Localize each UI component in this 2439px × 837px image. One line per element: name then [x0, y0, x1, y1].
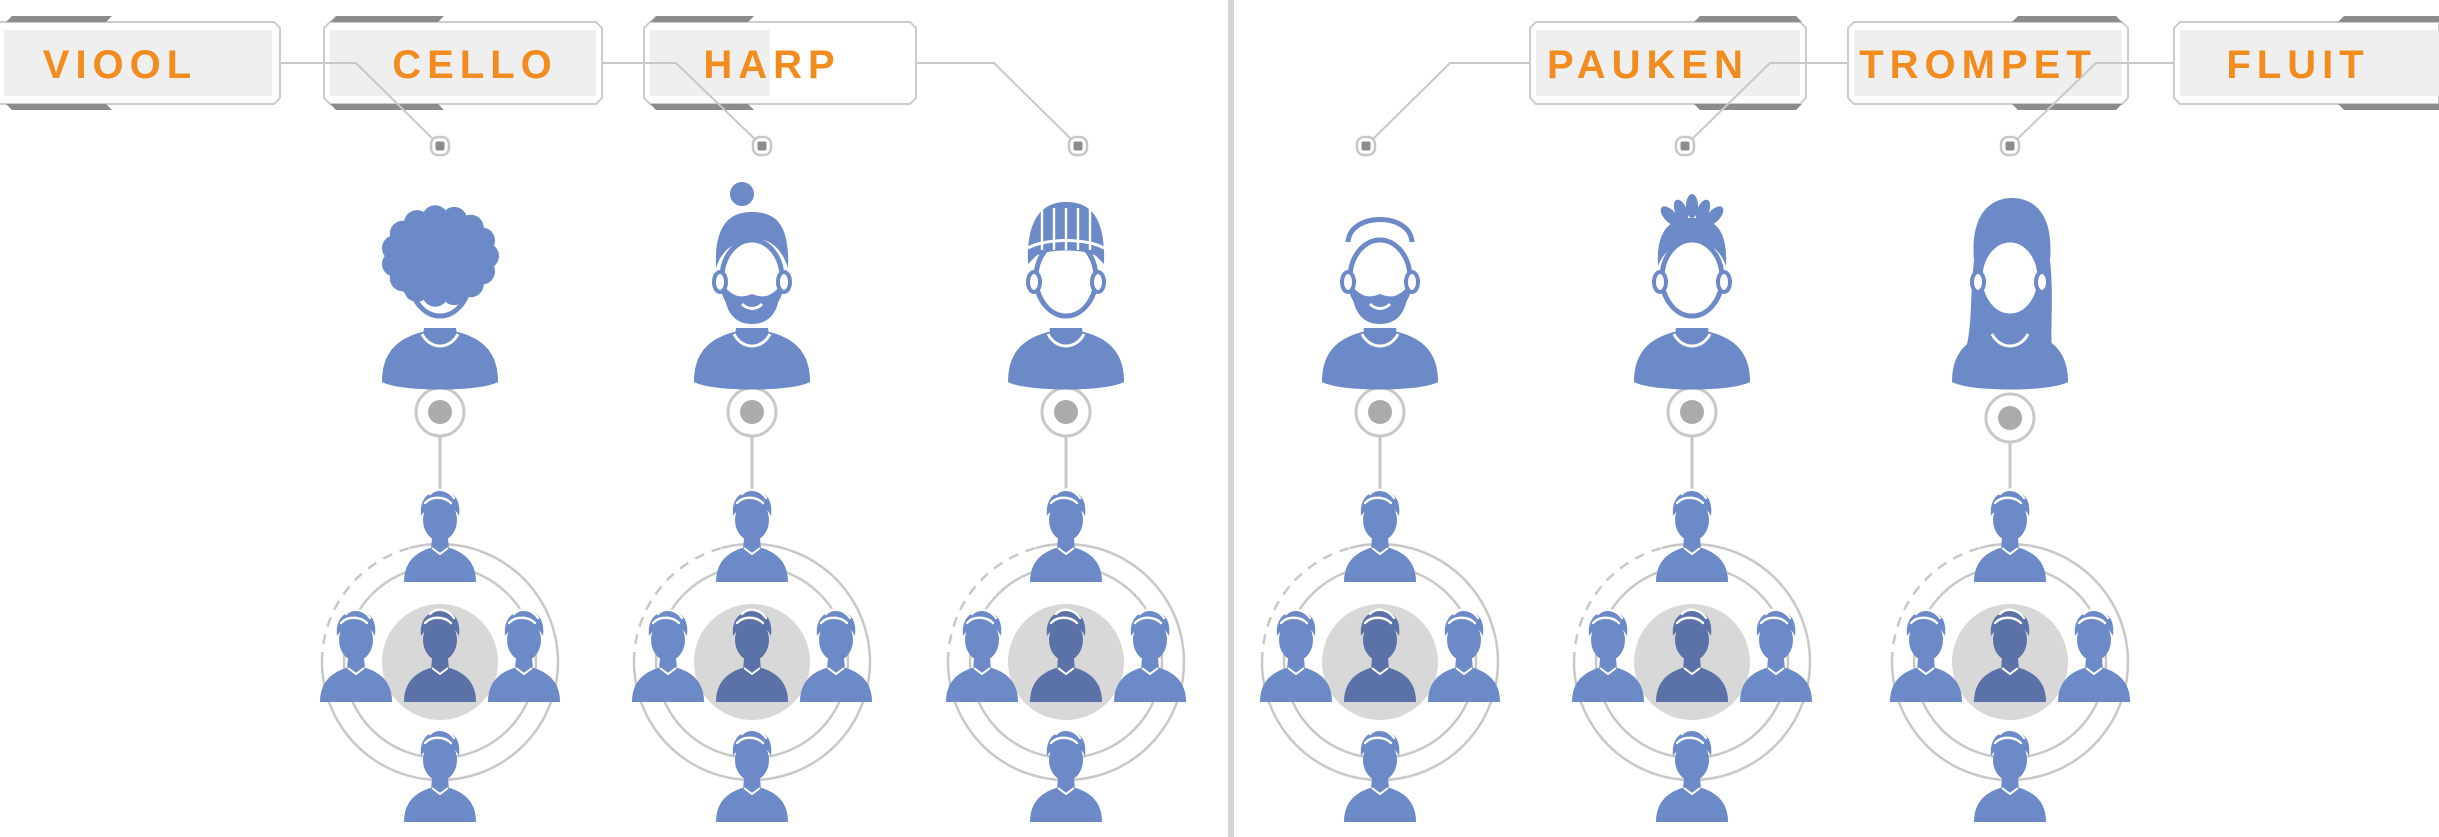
musician-avatar-icon — [1008, 202, 1124, 390]
audience-person-icon — [1654, 488, 1730, 584]
instrument-tag-viool: VIOOL — [0, 16, 281, 110]
musician-node-icon — [414, 386, 466, 438]
musician-column — [632, 386, 872, 782]
instrument-label-cello: CELLO — [392, 43, 558, 87]
audience-person-icon — [1426, 608, 1502, 704]
audience-person-icon — [2056, 608, 2132, 704]
audience-person-icon — [1028, 488, 1104, 584]
audience-person-icon — [402, 488, 478, 584]
audience-person-icon — [1342, 728, 1418, 824]
connector-node-icon — [1999, 135, 2021, 157]
audience-person-icon — [1112, 608, 1188, 704]
instrument-label-trompet: TROMPET — [1859, 43, 2097, 87]
instrument-tag-pauken: PAUKEN — [1529, 16, 1807, 110]
connector-node-icon — [1355, 135, 1377, 157]
musician-node-icon — [1354, 386, 1406, 438]
audience-person-icon — [714, 728, 790, 824]
musician-avatar-icon — [382, 205, 499, 390]
musician-avatar-icon — [1634, 194, 1750, 390]
musician-node-icon — [1666, 386, 1718, 438]
audience-person-icon — [630, 608, 706, 704]
instrument-tag-fluit: FLUIT — [2173, 16, 2439, 110]
musician-column — [946, 386, 1186, 782]
connector-node-icon — [751, 135, 773, 157]
audience-person-icon — [714, 488, 790, 584]
audience-person-icon — [1888, 608, 1964, 704]
instrument-tag-harp: HARP — [643, 16, 917, 110]
connector-node-icon — [1674, 135, 1696, 157]
audience-person-icon — [1738, 608, 1814, 704]
instrument-label-pauken: PAUKEN — [1547, 43, 1749, 87]
audience-person-icon — [1972, 488, 2048, 584]
musician-column — [1890, 392, 2130, 782]
musician-node-icon — [1984, 392, 2036, 444]
audience-person-icon — [1258, 608, 1334, 704]
audience-person-icon — [1972, 728, 2048, 824]
instrument-label-viool: VIOOL — [43, 43, 197, 87]
musician-avatar-icon — [694, 182, 810, 390]
musician-avatar-icon — [1322, 217, 1438, 390]
connector-nodes — [429, 135, 2021, 157]
connector-node-icon — [429, 135, 451, 157]
audience-person-icon — [318, 608, 394, 704]
musician-avatar-icon — [1952, 198, 2068, 390]
audience-person-icon — [1342, 488, 1418, 584]
musician-column — [320, 386, 560, 782]
instrument-label-fluit: FLUIT — [2226, 43, 2369, 87]
audience-person-icon — [486, 608, 562, 704]
audience-person-icon — [798, 608, 874, 704]
musician-columns — [318, 182, 2132, 824]
audience-person-icon — [402, 728, 478, 824]
audience-person-icon — [944, 608, 1020, 704]
musician-column — [1572, 386, 1812, 782]
connector-node-icon — [1067, 135, 1089, 157]
audience-person-icon — [1654, 728, 1730, 824]
section-divider — [1228, 0, 1234, 837]
leader-lines — [280, 62, 2174, 147]
musician-node-icon — [726, 386, 778, 438]
instrument-tag-trompet: TROMPET — [1847, 16, 2129, 110]
audience-person-icon — [1028, 728, 1104, 824]
audience-person-icon — [1570, 608, 1646, 704]
instrument-label-harp: HARP — [703, 43, 840, 87]
instrument-tag-cello: CELLO — [323, 16, 603, 110]
musician-node-icon — [1040, 386, 1092, 438]
musician-column — [1260, 386, 1500, 782]
